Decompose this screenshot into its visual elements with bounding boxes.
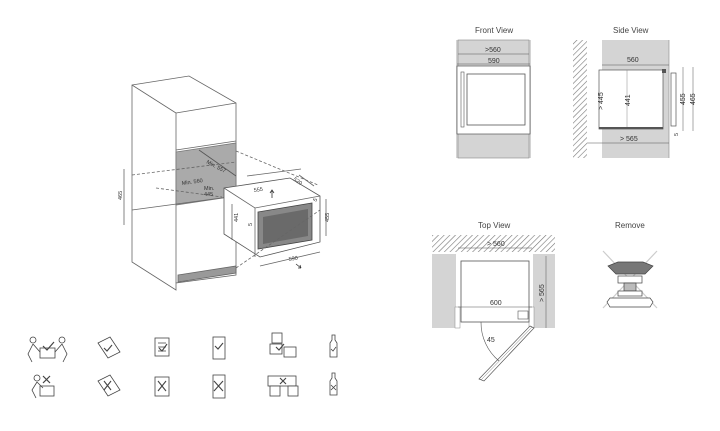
front-dim-opening: >560 [485, 47, 501, 54]
stacking-icon [269, 332, 297, 358]
dim-min-width: Min. 560 [181, 178, 203, 187]
dim-unit-width-bottom: 590 [288, 255, 298, 263]
dim-unit-depth: 520 [292, 177, 303, 187]
side-dim-depth: 560 [627, 57, 639, 64]
iso-dimension-labels: Min. 557 Min. 560 Min. 445 465 555 520 5… [118, 159, 331, 263]
isometric-installation-view [123, 75, 327, 291]
front-dim-width: 590 [488, 58, 500, 65]
read-manual-icon [97, 336, 121, 359]
side-dim-gap: 5 [674, 133, 680, 136]
side-dim-min-depth: > 565 [620, 136, 638, 143]
top-door-angle: 45 [487, 337, 495, 344]
bottle-icon [329, 334, 338, 358]
side-dim-body-height: 441 [625, 94, 632, 106]
dim-unit-side-offset: 5 [313, 197, 320, 203]
foot-screw-icon [602, 250, 658, 309]
bottle-forbidden-icon [329, 372, 338, 396]
check-documents-icon [154, 337, 170, 357]
stacking-forbidden-icon [267, 375, 299, 397]
side-view: Side View 560 > 445 441 455 465 5 > 565 [573, 26, 697, 158]
dim-unit-width-top: 555 [253, 187, 263, 194]
upright-transport-icon [212, 336, 226, 360]
check-documents-forbidden-icon [154, 376, 170, 397]
side-dim-opening-height: > 445 [598, 92, 605, 110]
top-dim-width: 600 [490, 300, 502, 307]
top-view-title: Top View [478, 221, 511, 230]
read-manual-forbidden-icon [97, 374, 121, 397]
top-view: Top View > 560 600 > 565 45 [432, 221, 555, 382]
side-view-title: Side View [613, 26, 649, 35]
handling-icons [27, 332, 338, 399]
front-view: Front View >560 590 [456, 26, 531, 159]
dim-unit-front-gap: 5 [248, 223, 254, 226]
remove-view: Remove [602, 221, 658, 309]
front-view-title: Front View [475, 26, 513, 35]
top-dim-depth: > 565 [539, 284, 546, 302]
side-dim-total-height: 465 [690, 93, 697, 105]
one-person-lift-forbidden-icon [31, 374, 55, 399]
dim-min-height-label: Min. [204, 186, 215, 192]
top-dim-opening: > 560 [487, 241, 505, 248]
dim-niche-height: 465 [118, 191, 124, 200]
dim-min-height: 445 [204, 192, 213, 198]
dim-unit-height-left: 441 [234, 213, 240, 222]
upright-transport-forbidden-icon [212, 374, 226, 399]
remove-view-title: Remove [615, 221, 645, 230]
two-person-lift-icon [27, 336, 68, 363]
dim-unit-height-right: 455 [325, 213, 331, 222]
side-dim-front-height: 455 [680, 93, 687, 105]
